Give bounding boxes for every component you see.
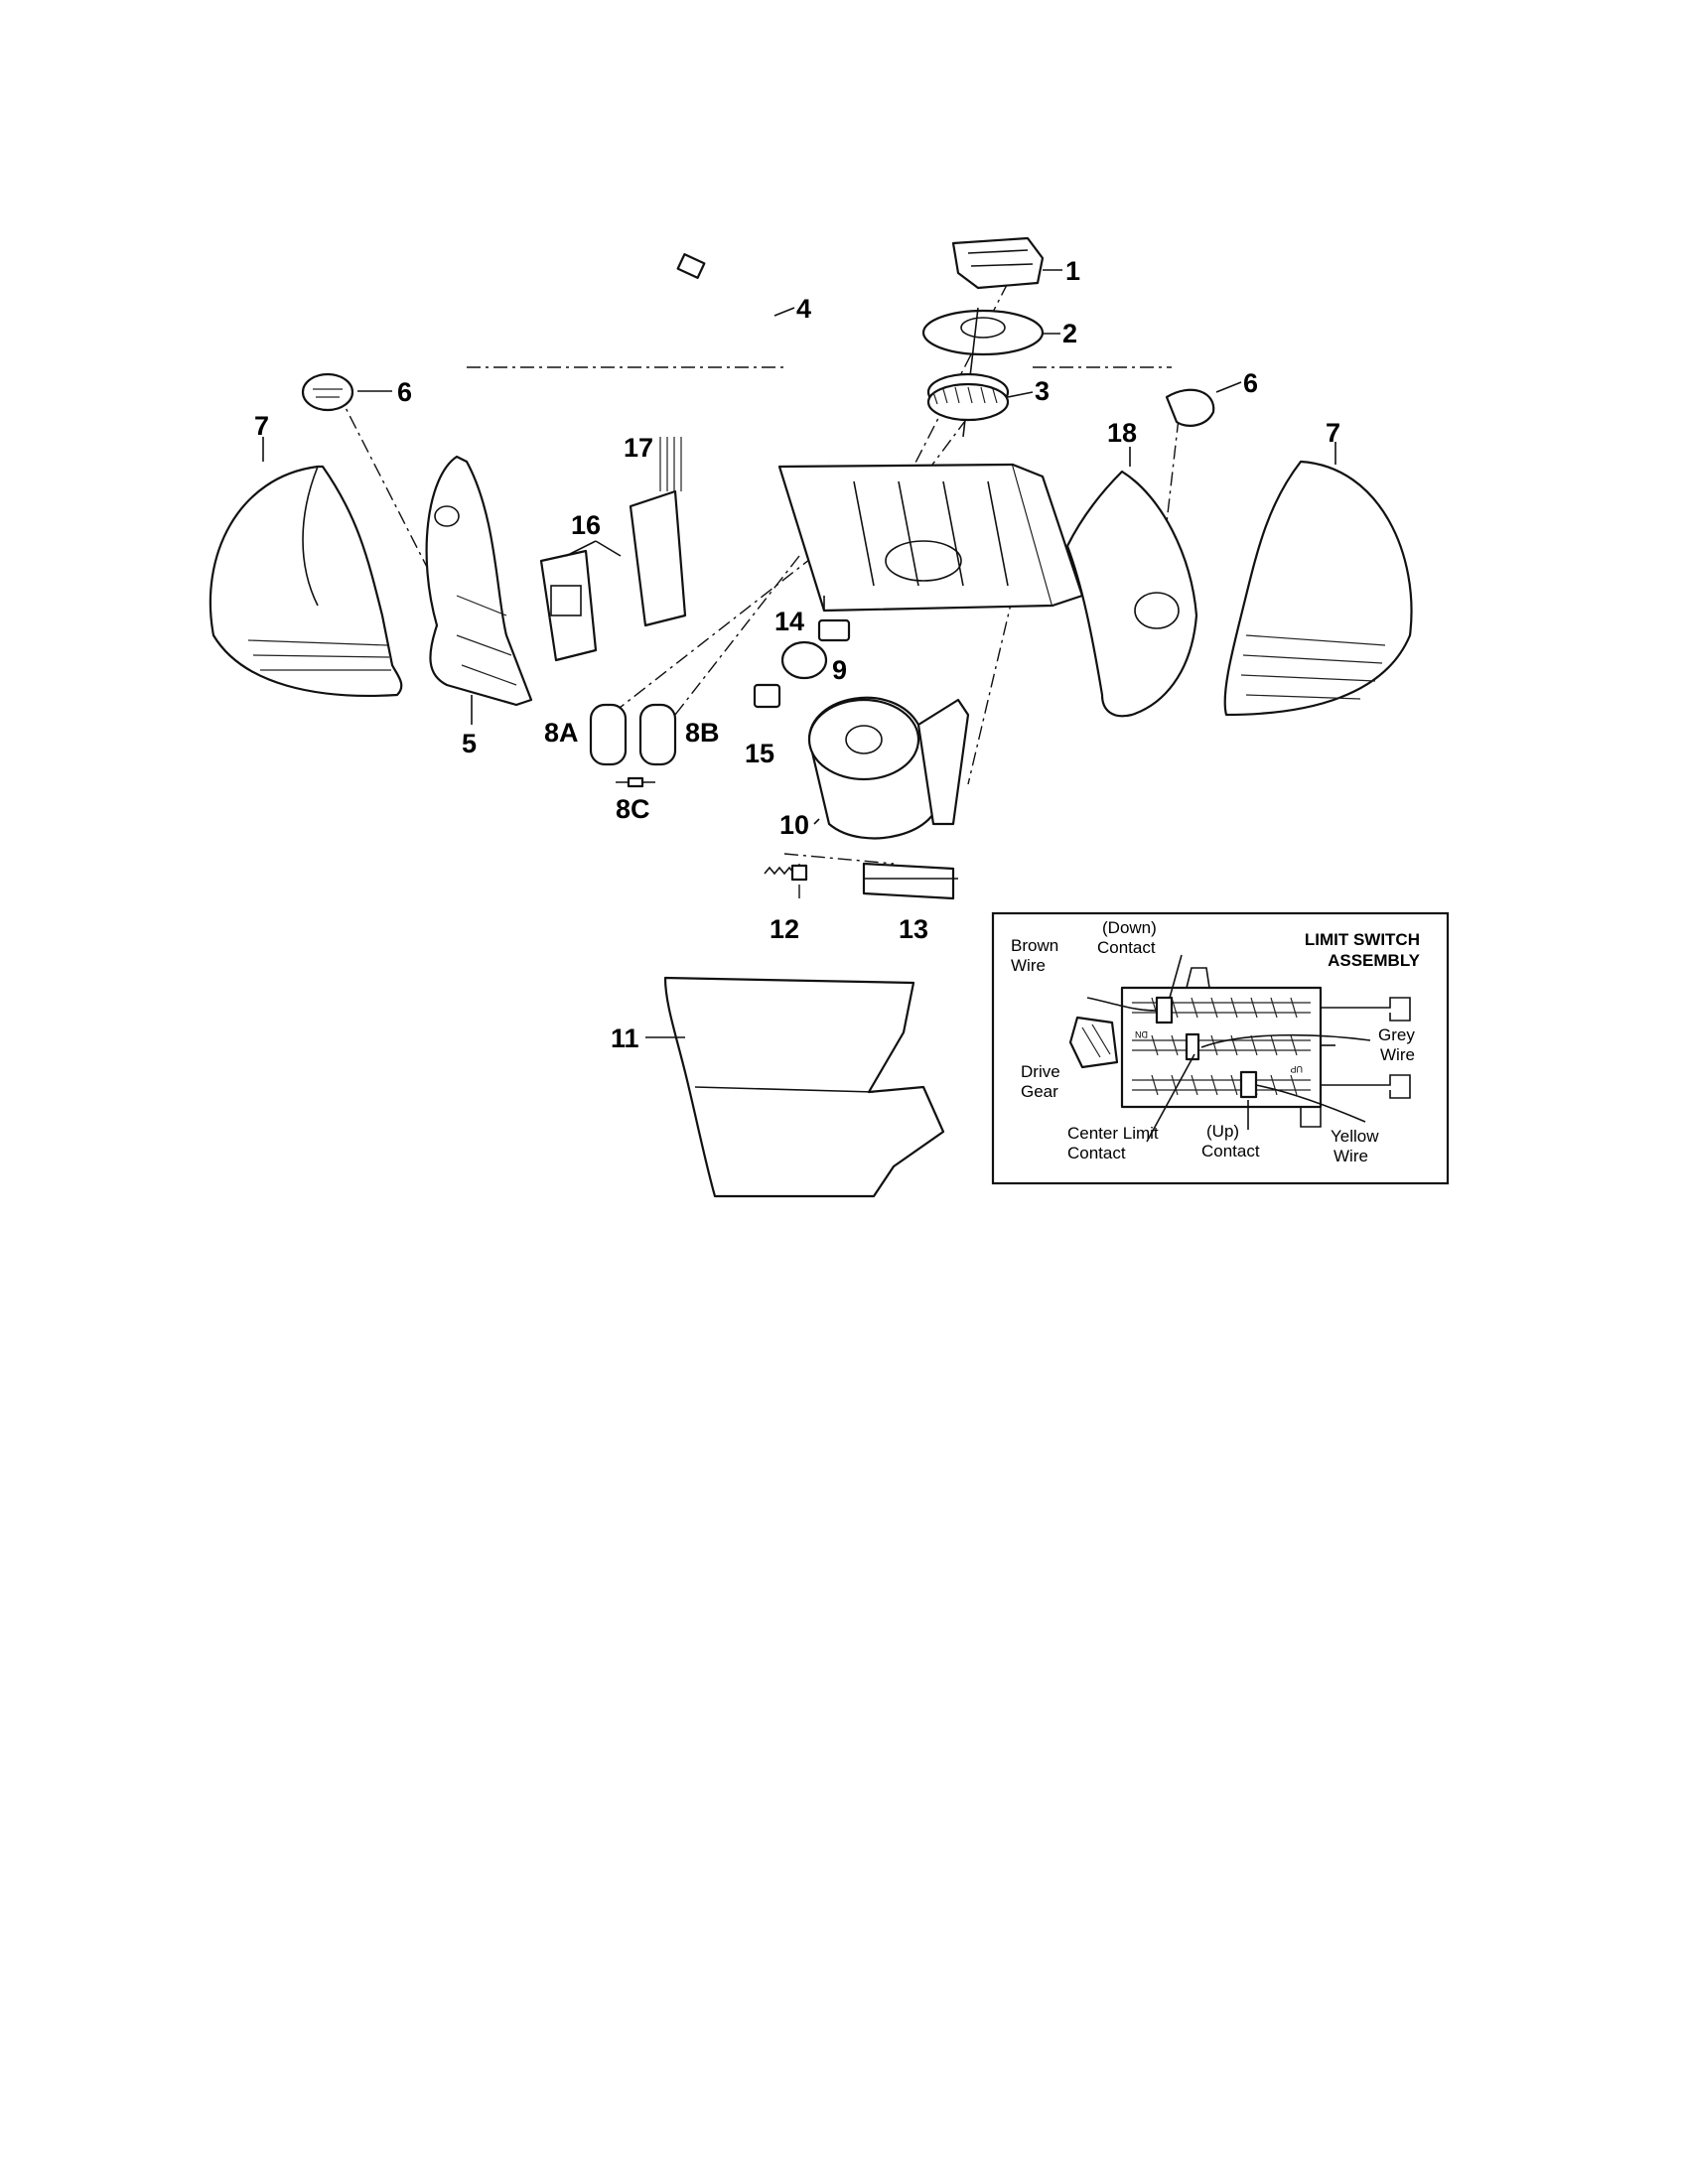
callout-6-right: 6: [1243, 368, 1258, 398]
part-spring: 12: [764, 864, 808, 944]
part-end-panel-right: 18: [1065, 418, 1198, 718]
label-drive-gear-1: Drive: [1021, 1062, 1060, 1081]
callout-18: 18: [1107, 418, 1137, 448]
part-capacitors: 8A 8B 8C: [544, 703, 720, 824]
part-motor: 10: [779, 696, 970, 840]
part-power-cord: 4: [676, 253, 832, 463]
part-cover-left: 7: [209, 411, 403, 697]
inset-title-line1: LIMIT SWITCH: [1305, 930, 1420, 949]
label-center-limit-2: Contact: [1067, 1144, 1126, 1162]
part-bearing-plate: 2: [921, 309, 1077, 356]
dn-mark: DN: [1135, 1029, 1148, 1039]
label-brown-wire-1: Brown: [1011, 936, 1058, 955]
part-logic-board: 16: [539, 510, 622, 662]
callout-13: 13: [899, 914, 928, 944]
callout-2: 2: [1062, 319, 1077, 348]
callout-1: 1: [1065, 256, 1080, 286]
label-grey-wire-2: Wire: [1380, 1045, 1415, 1064]
callout-8a: 8A: [544, 718, 579, 748]
callout-8c: 8C: [616, 794, 650, 824]
callout-17: 17: [624, 433, 653, 463]
label-drive-gear-2: Gear: [1021, 1082, 1058, 1101]
label-up-contact-1: (Up): [1206, 1122, 1239, 1141]
inset-title-line2: ASSEMBLY: [1328, 951, 1421, 970]
callout-4: 4: [796, 294, 811, 324]
part-cover-right: 7: [1223, 418, 1413, 717]
callout-10: 10: [779, 810, 809, 840]
label-grey-wire-1: Grey: [1378, 1025, 1415, 1044]
label-down-contact-2: Contact: [1097, 938, 1156, 957]
part-lens-right: 6: [1165, 368, 1258, 427]
part-end-panel-left: 5: [425, 455, 533, 758]
label-down-contact-1: (Down): [1102, 918, 1157, 937]
callout-12: 12: [770, 914, 799, 944]
callout-7-left: 7: [254, 411, 269, 441]
part-drive-gear: 3: [926, 307, 1050, 438]
label-brown-wire-2: Wire: [1011, 956, 1046, 975]
label-yellow-wire-1: Yellow: [1331, 1127, 1379, 1146]
callout-7-right: 7: [1326, 418, 1340, 448]
up-mark: UP: [1290, 1064, 1303, 1074]
part-lens-left: 6: [301, 372, 412, 412]
part-receiver-board: 17: [624, 433, 687, 627]
callout-8b: 8B: [685, 718, 720, 748]
callout-5: 5: [462, 729, 477, 758]
label-center-limit-1: Center Limit: [1067, 1124, 1159, 1143]
limit-switch-inset: LIMIT SWITCH ASSEMBLY DN UP: [991, 911, 1450, 1185]
part-chassis: [777, 463, 1084, 613]
part-small-components: 9 14 15: [745, 607, 851, 768]
callout-11: 11: [611, 1024, 639, 1053]
part-bracket: 1: [951, 236, 1080, 290]
callout-15: 15: [745, 739, 774, 768]
label-up-contact-2: Contact: [1201, 1142, 1260, 1160]
part-limit-switch: 13: [862, 862, 958, 944]
callout-16: 16: [571, 510, 601, 540]
callout-9: 9: [832, 655, 847, 685]
part-chain-shield: 11: [611, 976, 945, 1198]
label-yellow-wire-2: Wire: [1333, 1147, 1368, 1165]
callout-6-left: 6: [397, 377, 412, 407]
callout-3: 3: [1035, 376, 1050, 406]
callout-14: 14: [774, 607, 804, 636]
